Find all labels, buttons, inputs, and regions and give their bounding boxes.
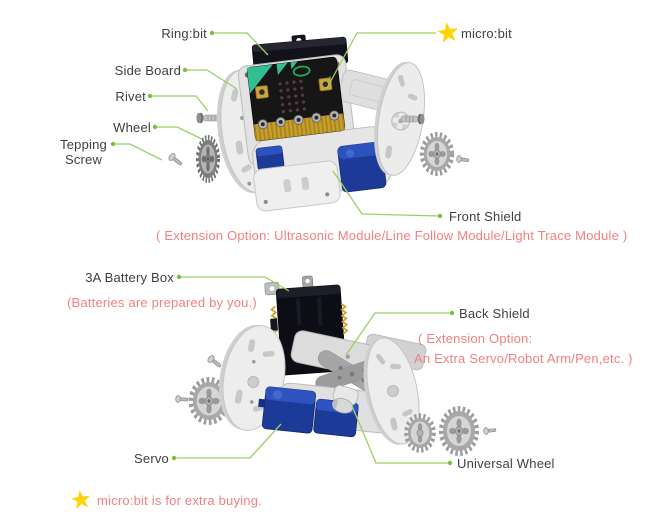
note-extension-top: ( Extension Option: Ultrasonic Module/Li… [156, 228, 628, 243]
label-ring-bit: Ring:bit [161, 26, 207, 41]
wheel-gear-right-top [419, 132, 455, 176]
label-back-shield: Back Shield [459, 306, 530, 321]
servo-left-top [255, 145, 285, 171]
leader-micro-bit [326, 32, 436, 89]
wheel-gear-right-bottom-b [438, 406, 480, 456]
leader-wheel [152, 124, 203, 140]
universal-wheel-part [331, 385, 359, 414]
label-battery-box: 3A Battery Box [85, 270, 174, 285]
tepping-screw-part [168, 153, 183, 166]
label-wheel: Wheel [113, 120, 151, 135]
leader-universal-wheel [351, 405, 453, 466]
note-extension-bottom-line1: ( Extension Option: [418, 331, 533, 346]
wheel-gear-right-bottom-a [404, 413, 436, 453]
note-extension-bottom-line2: An Extra Servo/Robot Arm/Pen,etc. ) [414, 351, 633, 366]
leader-front-shield [332, 170, 443, 219]
star-icon [437, 22, 458, 43]
label-side-board: Side Board [114, 63, 181, 78]
label-rivet: Rivet [115, 89, 146, 104]
top-robot-illustration [168, 34, 470, 212]
screw-left-bottom [207, 355, 222, 368]
microbit-board [246, 56, 346, 142]
screw-left-small-bottom [175, 395, 189, 403]
leader-side-board [182, 67, 238, 90]
label-front-shield: Front Shield [449, 209, 522, 224]
servo-right-top [337, 141, 387, 193]
star-icon-footer [71, 490, 90, 509]
screw-right-bottom [483, 427, 497, 435]
bottom-robot-illustration [175, 275, 497, 456]
screw-right-top [456, 155, 470, 163]
note-extra-buying: micro:bit is for extra buying. [97, 493, 262, 508]
wheel-gear-left-top [196, 135, 220, 183]
rivet-left [196, 112, 221, 124]
label-tepping-screw-line1: Tepping [60, 137, 107, 152]
label-micro-bit: micro:bit [461, 26, 512, 41]
leader-battery-box [176, 274, 290, 292]
label-servo: Servo [134, 451, 169, 466]
servo-part [258, 386, 317, 434]
leader-rivet [147, 93, 209, 112]
leader-lines [110, 30, 455, 466]
wheel-gear-left-bottom [188, 377, 230, 425]
leader-servo [171, 423, 282, 461]
note-batteries: (Batteries are prepared by you.) [67, 295, 257, 310]
rivet-right [400, 113, 425, 125]
label-tepping-screw: Tepping Screw [60, 137, 107, 167]
front-shield-part [253, 160, 341, 212]
label-universal-wheel: Universal Wheel [457, 456, 555, 471]
side-board-right-bottom [363, 337, 420, 445]
label-tepping-screw-line2: Screw [64, 152, 103, 167]
leader-tepping-screw [110, 141, 163, 161]
leader-back-shield [345, 310, 455, 356]
leader-ring-bit [209, 30, 269, 56]
